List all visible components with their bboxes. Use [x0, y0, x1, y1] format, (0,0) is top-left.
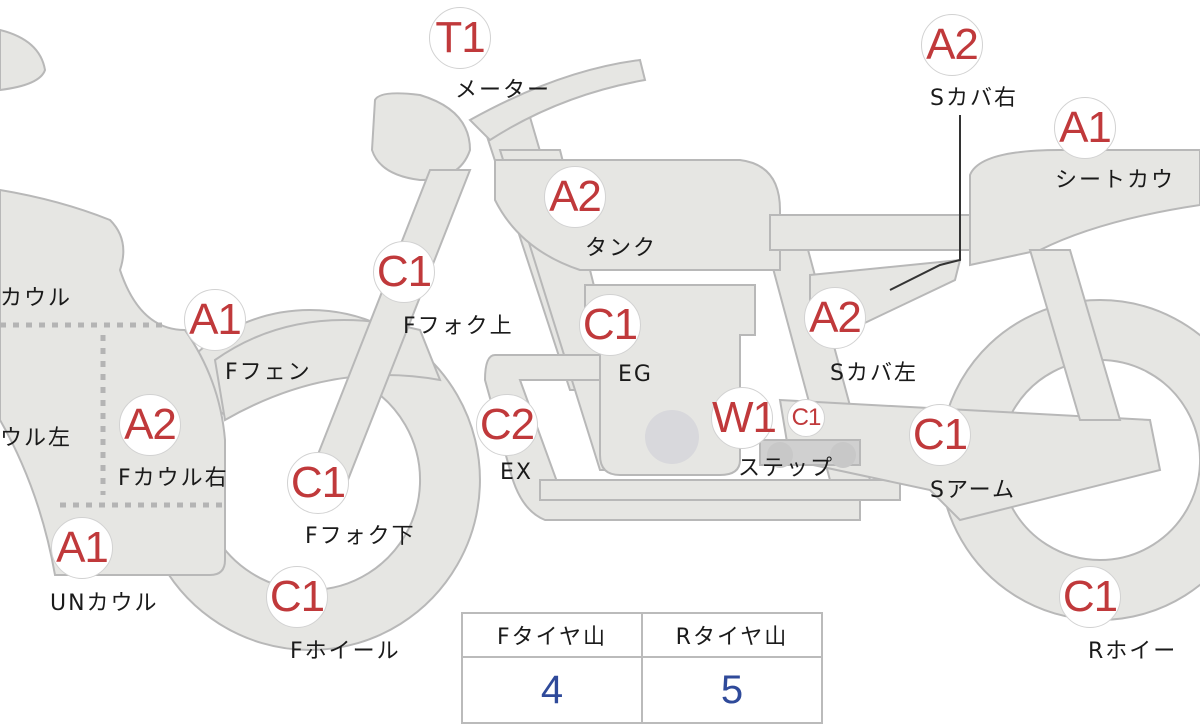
grade-badge-s-cover-left[interactable]: A2	[804, 287, 866, 349]
headlight-shape	[370, 92, 472, 182]
part-label-f-cowl-left: ウル左	[0, 426, 73, 451]
part-label-engine: EG	[618, 362, 653, 387]
part-label-f-wheel: Fホイール	[290, 639, 401, 664]
grade-badge-engine[interactable]: C1	[579, 294, 641, 356]
grade-badge-f-cowl-right[interactable]: A2	[119, 394, 181, 456]
part-label-under-cowl: UNカウル	[50, 591, 159, 616]
grade-badge-f-wheel[interactable]: C1	[266, 566, 328, 628]
grade-badge-tank[interactable]: A2	[544, 166, 606, 228]
part-label-seat-cowl: シートカウ	[1055, 168, 1176, 193]
grade-badge-step[interactable]: W1	[711, 387, 777, 449]
grade-badge-f-fork-lower[interactable]: C1	[287, 452, 349, 514]
leader-line	[889, 115, 961, 291]
part-label-s-cover-left: Sカバ左	[830, 361, 918, 386]
grade-badge-r-wheel[interactable]: C1	[1059, 566, 1121, 628]
grade-badge-under-cowl[interactable]: A1	[51, 517, 113, 579]
part-label-f-fender: Fフェン	[225, 360, 312, 385]
part-label-step: ステップ	[738, 456, 835, 481]
front-tire-header: Fタイヤ山	[461, 612, 643, 658]
front-tire-value: 4	[461, 656, 643, 724]
part-label-meter: メーター	[455, 78, 552, 103]
windscreen-shape	[0, 28, 47, 92]
grade-badge-seat-cowl[interactable]: A1	[1054, 97, 1116, 159]
grade-badge-f-fork-upper[interactable]: C1	[373, 241, 435, 303]
part-label-f-fork-upper: Fフォク上	[403, 314, 514, 339]
handlebar-shape	[468, 58, 647, 142]
engine-case-circle	[645, 410, 699, 464]
rear-tire-header: Rタイヤ山	[641, 612, 823, 658]
grade-badge-s-cover-right[interactable]: A2	[921, 14, 983, 76]
grade-badge-meter[interactable]: T1	[429, 7, 491, 69]
grade-badge-swing-arm[interactable]: C1	[909, 404, 971, 466]
grade-badge-f-fender[interactable]: A1	[184, 289, 246, 351]
grade-badge-step-secondary[interactable]: C1	[787, 399, 825, 437]
part-label-exhaust: EX	[500, 460, 533, 485]
rear-tire-value: 5	[641, 656, 823, 724]
part-label-f-fork-lower: Fフォク下	[305, 524, 416, 549]
seat-shape	[769, 214, 971, 251]
part-label-s-cover-right: Sカバ右	[930, 86, 1018, 111]
rear-shock-shape	[1028, 249, 1122, 421]
part-label-f-cowl-right: Fカウル右	[118, 466, 229, 491]
front-cowl-shape	[0, 188, 226, 576]
part-label-f-cowl: カウル	[0, 286, 73, 311]
tire-tread-table: Fタイヤ山 Rタイヤ山 4 5	[461, 612, 823, 724]
grade-badge-exhaust[interactable]: C2	[476, 394, 538, 456]
part-label-tank: タンク	[585, 236, 658, 261]
part-label-r-wheel: Rホイー	[1088, 639, 1178, 664]
part-label-swing-arm: Sアーム	[930, 478, 1016, 503]
